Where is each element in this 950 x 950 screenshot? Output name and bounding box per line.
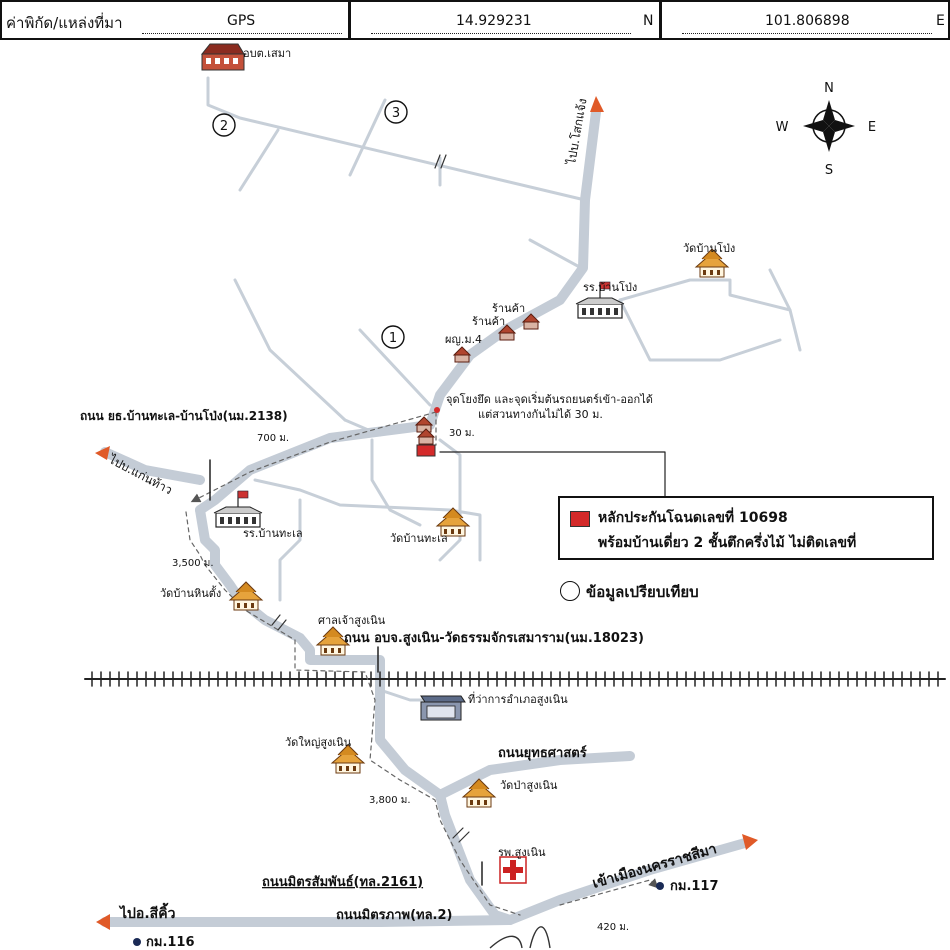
- comparable-2: 2: [212, 113, 236, 137]
- wat-ban-pong-label: วัดบ้านโป่ง: [683, 241, 735, 255]
- km-116-label: กม.116: [146, 935, 195, 950]
- school-ban-pong-label: รร.บ้านโป่ง: [583, 280, 637, 294]
- comparable-3: 3: [384, 100, 408, 124]
- school-ban-thale-label: รร.บ้านทะเล: [243, 527, 303, 540]
- compass-west: W: [776, 120, 789, 135]
- latitude-cell: 14.929231 N: [349, 0, 661, 40]
- comparable-2-number: 2: [220, 119, 228, 134]
- district-office-icon: [420, 695, 466, 721]
- comparable-3-number: 3: [392, 106, 400, 121]
- hospital-label: รพ.สูงเนิน: [498, 846, 546, 859]
- railway: [84, 671, 946, 687]
- shrine-label: ศาลเจ้าสูงเนิน: [318, 614, 386, 627]
- junction-point: [434, 407, 440, 413]
- district-office-label: ที่ว่าการอำเภอสูงเนิน: [468, 691, 568, 706]
- distance-420m: 420 ม.: [597, 922, 629, 933]
- collateral-deed-label: หลักประกันโฉนดเลขที่ 10698: [598, 510, 788, 526]
- collateral-legend-swatch: [570, 511, 590, 527]
- road-18023-label: ถนน อบจ.สูงเนิน-วัดธรรมจักรเสมาราม(นม.18…: [344, 631, 644, 646]
- collateral-marker: [416, 444, 436, 457]
- road-network: [84, 76, 946, 930]
- village-head-label: ผญ.ม.4: [445, 333, 482, 346]
- distance-3500m: 3,500 ม.: [172, 558, 214, 569]
- wat-yai-label: วัดใหญ่สูงเนิน: [285, 736, 352, 749]
- house-icon: [453, 346, 471, 363]
- source-cell: ค่าพิกัด/แหล่งที่มา GPS: [0, 0, 350, 40]
- office-icon: [200, 43, 245, 71]
- road-2-label: ถนนมิตรภาพ(ทล.2): [336, 908, 452, 923]
- compass-south: S: [825, 163, 833, 178]
- hospital-icon: [499, 856, 527, 884]
- shop-label-1: ร้านค้า: [492, 302, 525, 315]
- wat-ban-thale-label: วัดบ้านทะเล: [390, 532, 448, 545]
- comparable-1-number: 1: [389, 331, 397, 346]
- coordinate-header: ค่าพิกัด/แหล่งที่มา GPS 14.929231 N 101.…: [0, 0, 950, 42]
- comparable-1: 1: [381, 325, 405, 349]
- latitude-unit: N: [643, 13, 654, 29]
- comparable-legend-symbol: [560, 581, 580, 601]
- road-yutthasat-label: ถนนยุทธศาสตร์: [498, 745, 587, 761]
- longitude-cell: 101.806898 E: [660, 0, 950, 40]
- wat-ban-hin-tang-label: วัดบ้านหินตั้ง: [160, 585, 221, 600]
- collateral-house-label: พร้อมบ้านเดี่ยว 2 ชั้นตึกครึ่งไม้ ไม่ติด…: [598, 535, 857, 551]
- km-marker-dot: [133, 938, 141, 946]
- dotted-line: [142, 33, 342, 34]
- comparable-legend-label: ข้อมูลเปรียบเทียบ: [586, 583, 699, 601]
- signature-mark: [489, 926, 551, 949]
- wat-pa-label: วัดป่าสูงเนิน: [500, 779, 558, 792]
- distance-3800m: 3,800 ม.: [369, 795, 411, 806]
- shop-label-2: ร้านค้า: [472, 315, 505, 328]
- compass-east: E: [868, 120, 876, 135]
- longitude-unit: E: [936, 13, 945, 29]
- compass-north: N: [824, 81, 834, 96]
- km-marker-dot: [656, 882, 664, 890]
- distance-700m: 700 ม.: [257, 433, 289, 444]
- distance-30m: 30 ม.: [449, 428, 475, 439]
- junction-note-line2: แต่สวนทางกันไม่ได้ 30 ม.: [478, 408, 603, 421]
- source-value: GPS: [227, 13, 256, 29]
- legend-collateral: หลักประกันโฉนดเลขที่ 10698 พร้อมบ้านเดี่…: [558, 496, 934, 560]
- latitude-value: 14.929231: [456, 13, 532, 29]
- coordinate-source-label: ค่าพิกัด/แหล่งที่มา: [6, 14, 123, 32]
- road-2161-label: ถนนมิตรสัมพันธ์(ทล.2161): [262, 874, 423, 890]
- dotted-line: [371, 33, 631, 34]
- obt-sema-label: อบต.เสมา: [243, 47, 291, 60]
- longitude-value: 101.806898: [765, 13, 850, 29]
- compass-rose: N S E W: [776, 81, 877, 178]
- temple-icon: [331, 744, 365, 774]
- to-sikhio-label: ไปอ.สีคิ้ว: [118, 902, 176, 922]
- km-117-label: กม.117: [670, 879, 719, 894]
- road-2138-label: ถนน ยธ.บ้านทะเล-บ้านโป่ง(นม.2138): [80, 408, 288, 423]
- dotted-line: [682, 33, 932, 34]
- junction-note-line1: จุดโยงยึด และจุดเริ่มต้นรถยนตร์เข้า-ออกไ…: [446, 391, 653, 406]
